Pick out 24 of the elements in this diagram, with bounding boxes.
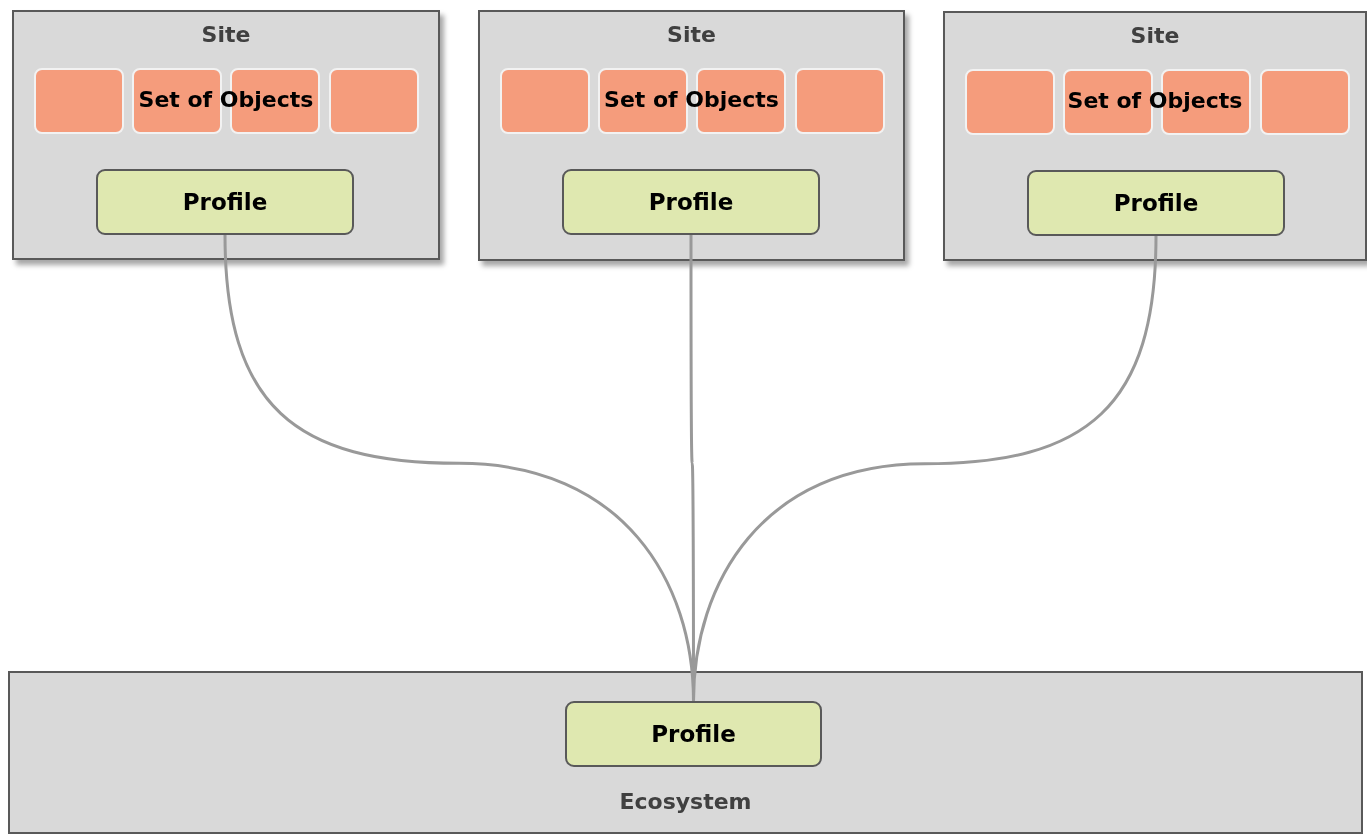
group-label: Set of Objects xyxy=(603,87,780,112)
profile-box: Profile xyxy=(565,701,822,767)
object-box xyxy=(1260,69,1350,135)
object-box xyxy=(598,68,688,134)
object-box xyxy=(132,68,222,134)
object-box xyxy=(795,68,885,134)
object-box xyxy=(329,68,419,134)
object-box xyxy=(500,68,590,134)
group-label: Set of Objects xyxy=(1066,88,1244,113)
panel-title: Site xyxy=(200,22,252,47)
site-panel xyxy=(943,11,1367,261)
panel-title: Site xyxy=(666,22,717,47)
site-panel xyxy=(478,10,905,261)
object-box xyxy=(965,69,1055,135)
site-panel xyxy=(12,10,440,260)
profile-box: Profile xyxy=(96,169,354,235)
object-box xyxy=(34,68,124,134)
panel-title: Site xyxy=(1129,23,1181,48)
panel-title: Ecosystem xyxy=(618,789,753,814)
profile-box: Profile xyxy=(1027,170,1285,236)
ecosystem-panel xyxy=(8,671,1363,834)
connector-line xyxy=(692,235,1158,702)
profile-box: Profile xyxy=(562,169,820,235)
group-label: Set of Objects xyxy=(137,87,315,112)
